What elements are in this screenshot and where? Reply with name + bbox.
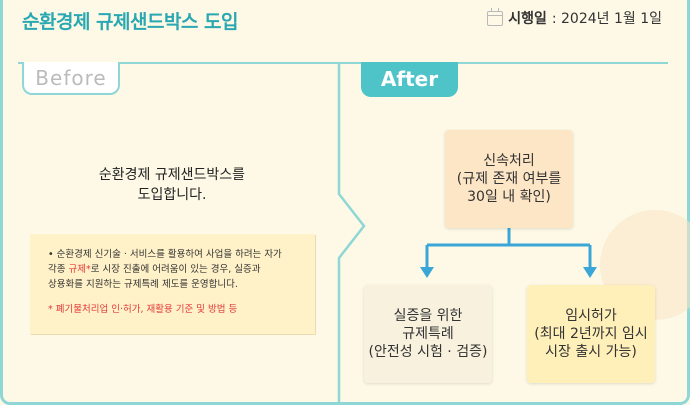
after-tab: After xyxy=(361,62,458,97)
demonstration-line1: 실증을 위한 xyxy=(393,308,463,324)
demonstration-line2: 규제특례 xyxy=(402,326,454,342)
before-note-box: • 순환경제 신기술 · 서비스를 활용하여 사업을 하려는 자가 각종 규제*… xyxy=(30,234,315,334)
fast-track-box: 신속처리 (규제 존재 여부를 30일 내 확인) xyxy=(445,130,573,228)
before-main-line1: 순환경제 규제샌드박스를 xyxy=(98,167,246,183)
note-line2-start: 각종 xyxy=(48,264,69,275)
section-divider xyxy=(337,64,597,405)
calendar-icon xyxy=(487,7,504,26)
note-line1: • 순환경제 신기술 · 서비스를 활용하여 사업을 하려는 자가 xyxy=(48,249,282,260)
date-value: : 2024년 1월 1일 xyxy=(551,11,662,27)
fast-track-line3: 30일 내 확인) xyxy=(467,189,551,205)
fast-track-title: 신속처리 xyxy=(483,153,535,169)
note-line2: 각종 규제*로 시장 진출에 어려움이 있는 경우, 실증과 xyxy=(48,262,303,277)
effective-date: 시행일 : 2024년 1월 1일 xyxy=(487,7,662,28)
before-main-text: 순환경제 규제샌드박스를 도입합니다. xyxy=(62,165,282,205)
demonstration-line3: (안전성 시험 · 검증) xyxy=(368,344,488,360)
before-main-line2: 도입합니다. xyxy=(137,187,207,203)
temporary-permit-box: 임시허가 (최대 2년까지 임시 시장 출시 가능) xyxy=(527,285,655,383)
section-top-line xyxy=(18,62,668,64)
date-label: 시행일 xyxy=(508,11,547,27)
note-line2-end: 로 시장 진출에 어려움이 있는 경우, 실증과 xyxy=(90,264,261,275)
temporary-permit-title: 임시허가 xyxy=(565,308,617,324)
temporary-permit-line3: 시장 출시 가능) xyxy=(545,344,637,360)
note-regulation-highlight: 규제* xyxy=(68,264,91,275)
flow-arrows xyxy=(420,228,597,278)
note-line3: 상용화를 지원하는 규제특례 제도를 운영합니다. xyxy=(48,279,238,290)
temporary-permit-line2: (최대 2년까지 임시 xyxy=(534,326,648,342)
note-footnote: * 폐기물처리업 인·허가, 재활용 기준 및 방법 등 xyxy=(48,304,238,315)
fast-track-line2: (규제 존재 여부를 xyxy=(456,171,562,187)
before-tab: Before xyxy=(22,62,120,95)
demonstration-special-box: 실증을 위한 규제특례 (안전성 시험 · 검증) xyxy=(364,285,492,383)
page-title: 순환경제 규제샌드박스 도입 xyxy=(22,11,239,33)
